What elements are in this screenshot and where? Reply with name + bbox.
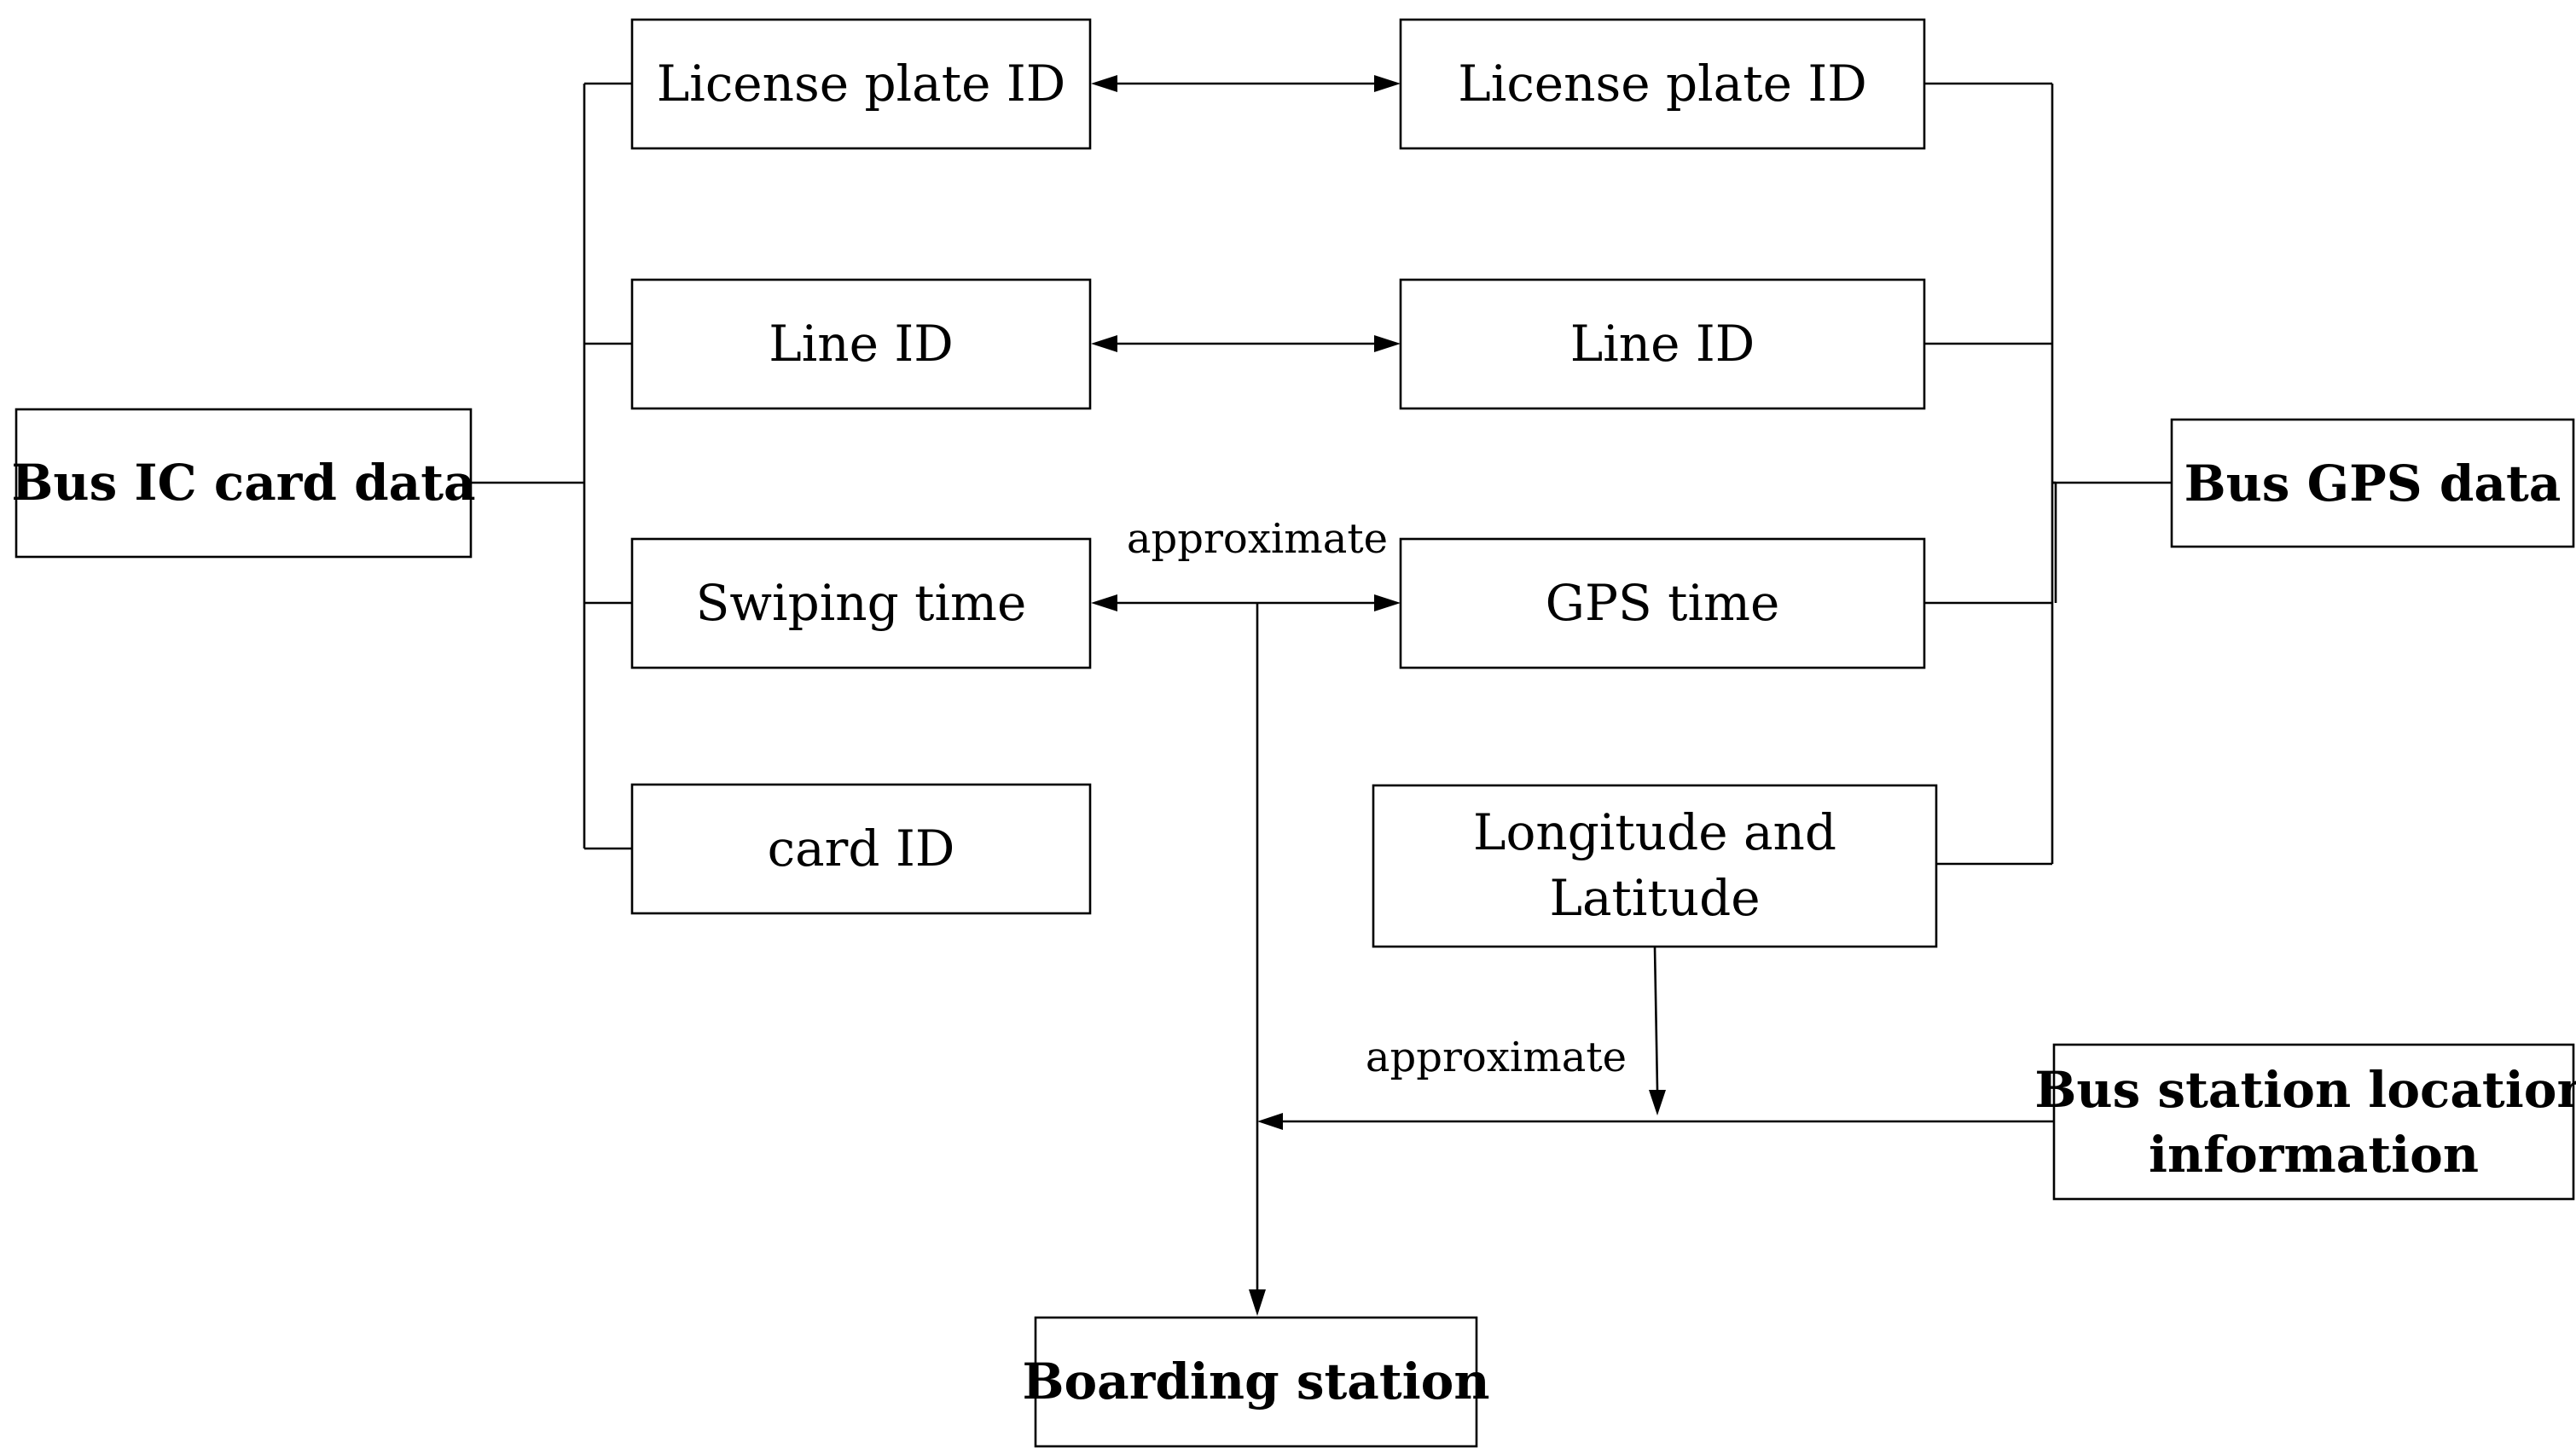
location-down-link-arrowhead [1649,1090,1666,1115]
boarding-link-arrowhead [1249,1289,1266,1316]
edge-label-time-approximate: approximate [1127,515,1388,563]
station-link-arrowhead [1257,1113,1283,1130]
node-ic-line-id: Line ID [630,278,1092,410]
node-label: Bus GPS data [2184,455,2561,513]
license-plate-link-arrowhead-left [1091,75,1117,92]
node-gps-line-id: Line ID [1399,278,1926,410]
edge-label-location-approximate: approximate [1366,1034,1627,1081]
node-boarding-station: Boarding station [1022,1316,1490,1448]
location-down-link [1653,946,1659,1091]
node-label-line-2: Latitude [1549,869,1760,927]
node-ic-license-plate-id: License plate ID [630,18,1092,150]
node-label: License plate ID [657,55,1066,113]
node-bus-gps-data: Bus GPS data [2170,418,2575,548]
node-label-line-1: Longitude and [1473,803,1836,861]
node-swiping-time: Swiping time [630,537,1092,669]
license-plate-link-arrowhead-right [1374,75,1401,92]
node-label: Boarding station [1022,1353,1489,1411]
node-label: Swiping time [696,574,1027,632]
node-label-line-2: information [2149,1126,2479,1184]
time-link-arrowhead-right [1374,594,1401,611]
node-gps-license-plate-id: License plate ID [1399,18,1926,150]
node-card-id: card ID [630,783,1092,915]
node-bus-ic-card-data: Bus IC card data [11,408,476,559]
node-label: card ID [768,820,955,878]
line-id-link-arrowhead-left [1091,335,1117,352]
node-label: License plate ID [1458,55,1867,113]
line-id-link-arrowhead-right [1374,335,1401,352]
node-label: Line ID [1570,315,1755,373]
time-link-arrowhead-left [1091,594,1117,611]
node-label: Bus IC card data [11,454,475,512]
node-longitude-latitude: Longitude and Latitude [1372,784,1938,948]
connectors [471,75,2172,1316]
node-label: GPS time [1546,574,1780,632]
node-gps-time: GPS time [1399,537,1926,669]
node-label-line-1: Bus station location [2034,1061,2576,1119]
node-bus-station-location: Bus station location information [2034,1043,2576,1201]
node-label: Line ID [769,315,954,373]
